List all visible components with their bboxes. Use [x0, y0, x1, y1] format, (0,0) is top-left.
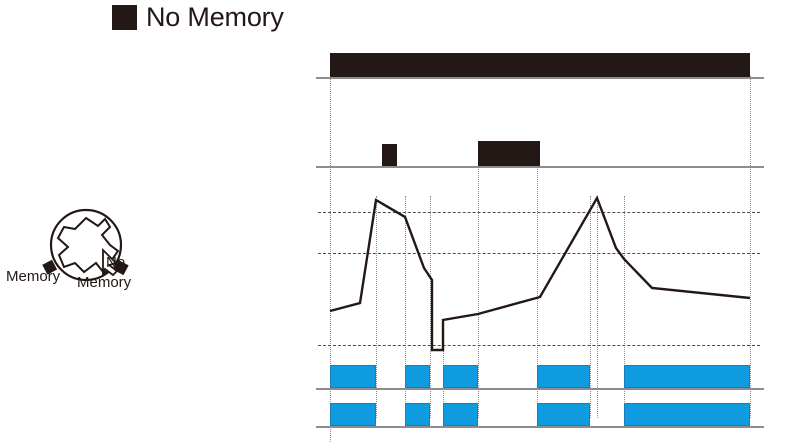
pulse-r2-5 — [624, 403, 750, 426]
pulse-r1-5 — [624, 365, 750, 388]
vgrid-2 — [376, 196, 377, 418]
vgrid-3 — [405, 196, 406, 418]
vgrid-9 — [597, 196, 598, 418]
hgrid-3100 — [318, 212, 760, 213]
baseline-un — [316, 77, 764, 79]
hgrid-1650 — [318, 253, 760, 254]
baseline-test-reset — [316, 166, 764, 168]
vgrid-10 — [624, 196, 625, 418]
pulse-test-reset-1 — [382, 144, 397, 166]
knob-label-memory: Memory — [6, 268, 61, 285]
pulse-r1-2 — [405, 365, 430, 388]
vgrid-8 — [590, 196, 591, 418]
vgrid-1 — [330, 76, 331, 443]
pulse-r1-4 — [537, 365, 590, 388]
baseline-r1 — [316, 388, 764, 390]
vgrid-4 — [430, 196, 431, 418]
pulse-r2-3 — [443, 403, 478, 426]
baseline-r2 — [316, 426, 764, 428]
vgrid-7 — [537, 166, 538, 418]
pulse-r2-2 — [405, 403, 430, 426]
vgrid-11 — [750, 76, 751, 418]
rotary-knob-illustration: Memory No Memory — [6, 205, 171, 305]
pulse-un-1 — [330, 53, 750, 77]
pulse-r2-4 — [537, 403, 590, 426]
pulse-r2-1 — [330, 403, 376, 426]
filled-square-icon — [112, 5, 137, 30]
hgrid-10 — [318, 345, 760, 346]
legend: No Memory — [112, 4, 284, 31]
rotary-knob-icon — [42, 208, 129, 282]
legend-label: No Memory — [146, 2, 284, 32]
vgrid-6 — [478, 166, 479, 418]
pulse-r1-1 — [330, 365, 376, 388]
knob-label-no-memory: Memory — [77, 274, 132, 291]
pulse-r1-3 — [443, 365, 478, 388]
pulse-test-reset-2 — [478, 141, 540, 166]
knob-label-no: No — [106, 254, 126, 271]
